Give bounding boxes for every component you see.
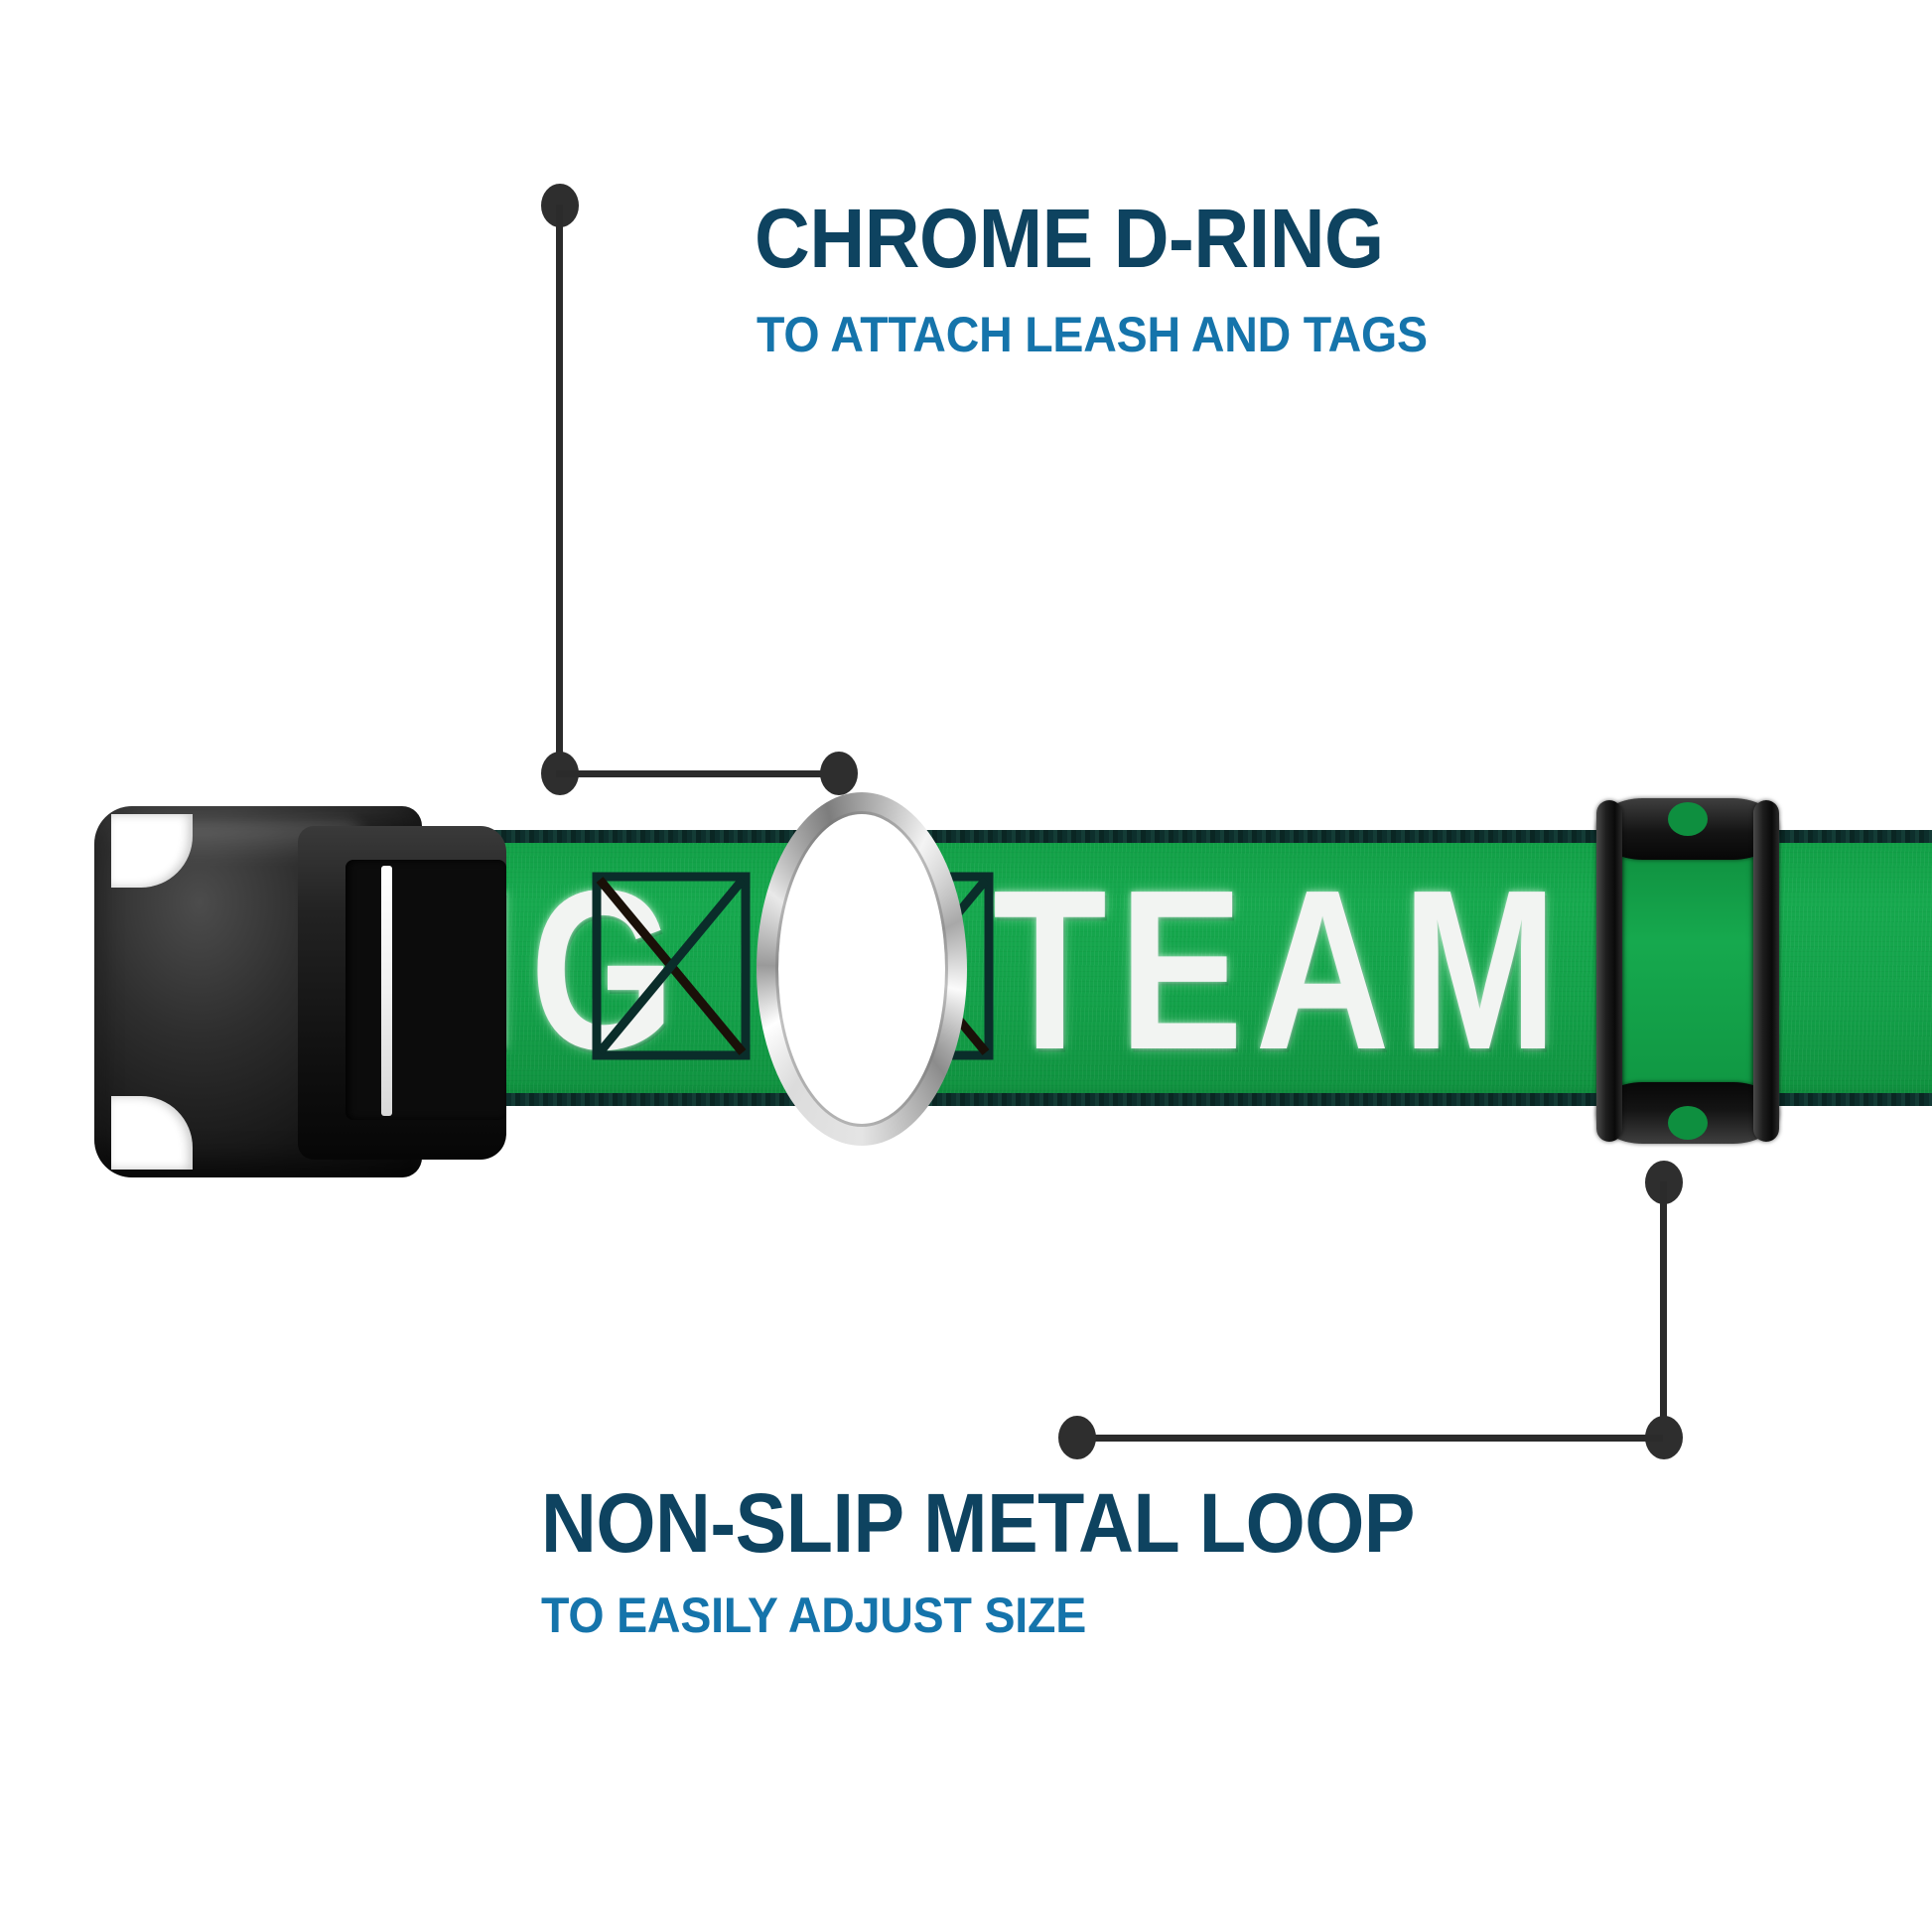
box-x-stitch-left bbox=[592, 872, 751, 1060]
slider-bar-right bbox=[1753, 800, 1779, 1142]
slider-opening bbox=[1622, 824, 1753, 1118]
side-release-buckle-body bbox=[94, 806, 422, 1177]
leader-line-horizontal bbox=[556, 770, 844, 777]
callout-title-non-slip-metal-loop: NON-SLIP METAL LOOP bbox=[541, 1476, 1416, 1570]
slider-cap-bottom bbox=[1596, 1082, 1779, 1144]
leader-line-horizontal bbox=[1077, 1435, 1663, 1442]
buckle-gloss-highlight bbox=[117, 822, 365, 862]
leader-dot-target bbox=[1058, 1416, 1096, 1459]
strap-print-right: TEAM bbox=[993, 842, 1570, 1097]
webbing-texture bbox=[395, 832, 1932, 1106]
leader-line-vertical bbox=[556, 205, 563, 776]
strap-print-left: NG bbox=[383, 842, 687, 1097]
webbing-edge-stitch-bottom bbox=[395, 1093, 1932, 1106]
buckle-notch-top bbox=[111, 814, 193, 888]
chrome-d-ring bbox=[757, 792, 967, 1146]
buckle-notch-bottom bbox=[111, 1096, 193, 1170]
buckle-webbing-sleeve bbox=[298, 826, 506, 1160]
slider-bar-left bbox=[1596, 800, 1622, 1142]
callout-subtitle-non-slip-metal-loop: TO EASILY ADJUST SIZE bbox=[541, 1587, 1087, 1643]
webbing-edge-stitch-top bbox=[395, 830, 1932, 843]
box-x-stitch-right bbox=[835, 872, 994, 1060]
slider-lobe-gap-bottom bbox=[1668, 1106, 1708, 1140]
callout-subtitle-chrome-d-ring: TO ATTACH LEASH AND TAGS bbox=[757, 307, 1428, 362]
slider-cap-top bbox=[1596, 798, 1779, 860]
chrome-d-ring-inner-edge bbox=[778, 814, 945, 1124]
webbing-strap bbox=[395, 832, 1932, 1106]
metal-slider-loop bbox=[1596, 798, 1779, 1144]
slider-lobe-gap-top bbox=[1668, 802, 1708, 836]
buckle-window bbox=[345, 860, 506, 1120]
leader-dot-target bbox=[820, 752, 858, 795]
callout-title-chrome-d-ring: CHROME D-RING bbox=[755, 192, 1384, 285]
leader-line-vertical bbox=[1660, 1181, 1667, 1442]
buckle-edge-highlight bbox=[381, 866, 392, 1116]
